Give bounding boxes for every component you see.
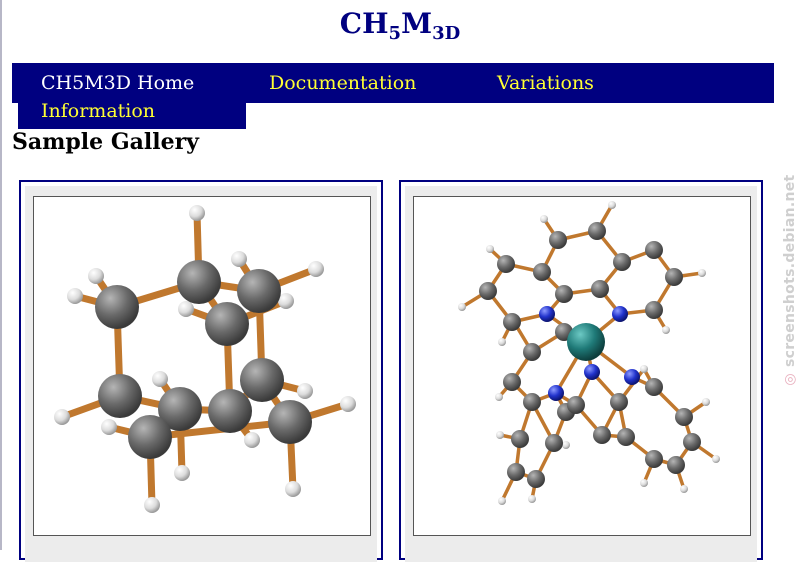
molecule-image (54, 205, 356, 513)
title-text: M (401, 7, 433, 40)
title-subscript: 5 (388, 23, 402, 44)
thumbnail-mat (405, 186, 757, 562)
molecule-image (458, 201, 720, 505)
site-title: CH5M3D (0, 6, 800, 52)
gallery-item-2[interactable] (399, 180, 763, 562)
debian-swirl-icon: ◎ (782, 373, 798, 386)
window-left-edge (0, 0, 2, 550)
watermark-text: screenshots.debian.net (782, 174, 798, 368)
watermark: ◎ screenshots.debian.net (782, 174, 798, 385)
molecule-thumbnail-1[interactable] (33, 196, 371, 536)
navbar (12, 63, 774, 103)
nav-variations-link[interactable]: Variations (497, 72, 594, 94)
nav-home-link[interactable]: CH5M3D Home (41, 72, 195, 94)
thumbnail-mat (25, 186, 377, 562)
nav-documentation-link[interactable]: Documentation (269, 72, 417, 94)
gallery-heading: Sample Gallery (12, 129, 199, 155)
gallery-item-1[interactable] (19, 180, 383, 562)
title-text: CH (339, 7, 389, 40)
title-subscript: 3D (432, 23, 461, 44)
molecule-thumbnail-2[interactable] (413, 196, 751, 536)
nav-information-link[interactable]: Information (41, 100, 156, 122)
navbar-overflow-row (18, 103, 246, 129)
